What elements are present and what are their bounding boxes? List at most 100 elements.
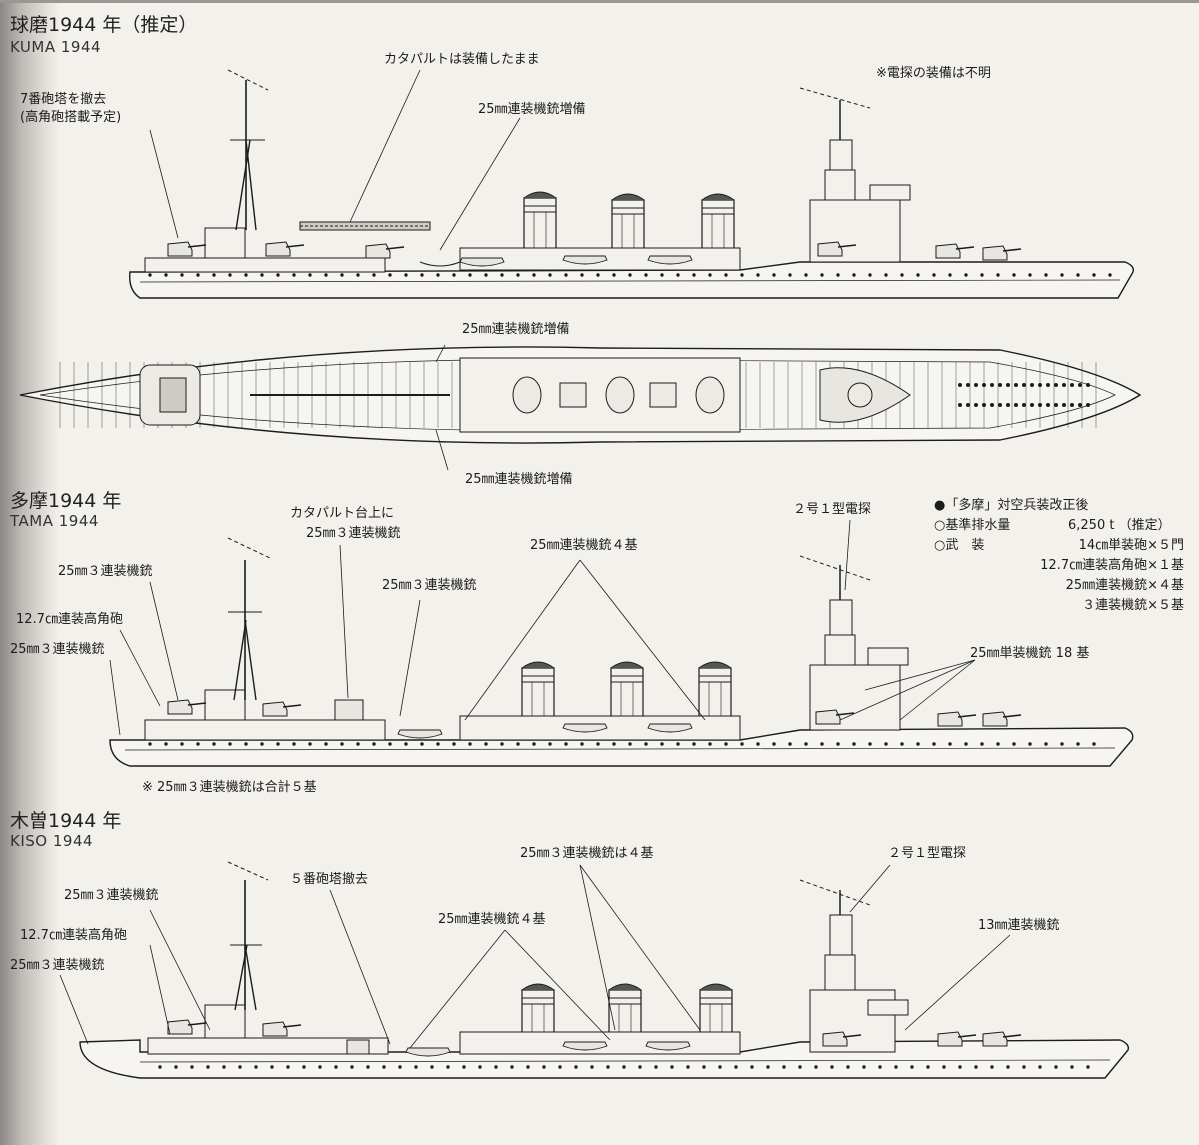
spec-arm-3: 25㎜連装機銃×４基 [1065, 578, 1184, 593]
porthole [676, 742, 680, 746]
porthole [980, 273, 984, 277]
kiso-note-triple-aa-a: 25㎜３連装機銃 [64, 888, 159, 903]
tama-note-single-aa: 25㎜単装機銃 18 基 [970, 646, 1090, 661]
porthole [548, 273, 552, 277]
porthole [756, 273, 760, 277]
kiso-note-triple-aa-4: 25㎜３連装機銃は４基 [520, 846, 654, 861]
porthole [612, 742, 616, 746]
porthole [388, 273, 392, 277]
porthole [1028, 273, 1032, 277]
anchor-chain-link [1038, 403, 1042, 407]
kuma-note-turret7-1: 7番砲塔を撤去 [20, 92, 107, 107]
porthole [292, 742, 296, 746]
porthole [772, 742, 776, 746]
porthole [814, 1065, 818, 1069]
anchor-chain-link [1030, 383, 1034, 387]
kuma-title: 球磨1944 年（推定） [10, 14, 198, 36]
porthole [638, 1065, 642, 1069]
porthole [804, 273, 808, 277]
porthole [542, 1065, 546, 1069]
porthole [974, 1065, 978, 1069]
anchor-chain-link [990, 383, 994, 387]
porthole [740, 742, 744, 746]
kiso-note-turret5: ５番砲塔撤去 [290, 872, 369, 887]
tama-note-triple-aa-mid: 25㎜３連装機銃 [382, 578, 477, 593]
porthole [852, 273, 856, 277]
anchor-chain-link [1038, 383, 1042, 387]
porthole [148, 742, 152, 746]
porthole [1076, 273, 1080, 277]
porthole [654, 1065, 658, 1069]
porthole [772, 273, 776, 277]
porthole [404, 273, 408, 277]
porthole [670, 1065, 674, 1069]
porthole [276, 742, 280, 746]
porthole [660, 273, 664, 277]
porthole [686, 1065, 690, 1069]
porthole [916, 742, 920, 746]
tama-title: 多摩1944 年 [10, 490, 122, 512]
porthole [910, 1065, 914, 1069]
porthole [558, 1065, 562, 1069]
porthole [260, 273, 264, 277]
porthole [516, 742, 520, 746]
porthole [788, 742, 792, 746]
porthole [884, 273, 888, 277]
porthole [238, 1065, 242, 1069]
porthole [388, 742, 392, 746]
porthole [750, 1065, 754, 1069]
anchor-chain-link [1086, 403, 1090, 407]
porthole [836, 273, 840, 277]
porthole [830, 1065, 834, 1069]
porthole [196, 742, 200, 746]
porthole [478, 1065, 482, 1069]
porthole [510, 1065, 514, 1069]
porthole [350, 1065, 354, 1069]
porthole [964, 273, 968, 277]
porthole [708, 273, 712, 277]
porthole [580, 742, 584, 746]
kiso-note-radar: ２号１型電探 [888, 846, 967, 861]
porthole [286, 1065, 290, 1069]
porthole [420, 742, 424, 746]
anchor-chain-link [974, 383, 978, 387]
porthole [260, 742, 264, 746]
anchor-chain-link [1046, 403, 1050, 407]
anchor-chain-link [966, 383, 970, 387]
anchor-chain-link [1022, 403, 1026, 407]
porthole [964, 742, 968, 746]
porthole [990, 1065, 994, 1069]
anchor-chain-link [998, 383, 1002, 387]
porthole [782, 1065, 786, 1069]
porthole [884, 742, 888, 746]
porthole [804, 742, 808, 746]
porthole [894, 1065, 898, 1069]
porthole [900, 273, 904, 277]
porthole [1006, 1065, 1010, 1069]
spec-heading: ●「多摩」対空兵装改正後 [934, 498, 1089, 513]
anchor-chain-link [1046, 383, 1050, 387]
tama-note-triple-aa-b: 25㎜３連装機銃 [10, 642, 105, 657]
tama-footnote: ※ 25㎜３連装機銃は合計５基 [142, 780, 317, 795]
porthole [164, 273, 168, 277]
anchor-chain-link [1070, 383, 1074, 387]
porthole [756, 742, 760, 746]
porthole [1028, 742, 1032, 746]
porthole [932, 742, 936, 746]
porthole [1012, 273, 1016, 277]
spec-displacement-value: 6,250 t （推定） [1068, 518, 1171, 533]
porthole [180, 273, 184, 277]
porthole [996, 273, 1000, 277]
anchor-chain-link [1062, 403, 1066, 407]
kiso-subtitle: KISO 1944 [10, 832, 94, 850]
spec-arm-2: 12.7㎝連装高角砲×１基 [1040, 558, 1184, 573]
porthole [596, 273, 600, 277]
porthole [430, 1065, 434, 1069]
porthole [318, 1065, 322, 1069]
porthole [980, 742, 984, 746]
porthole [404, 742, 408, 746]
porthole [276, 273, 280, 277]
porthole [484, 742, 488, 746]
porthole [1044, 273, 1048, 277]
porthole [676, 273, 680, 277]
